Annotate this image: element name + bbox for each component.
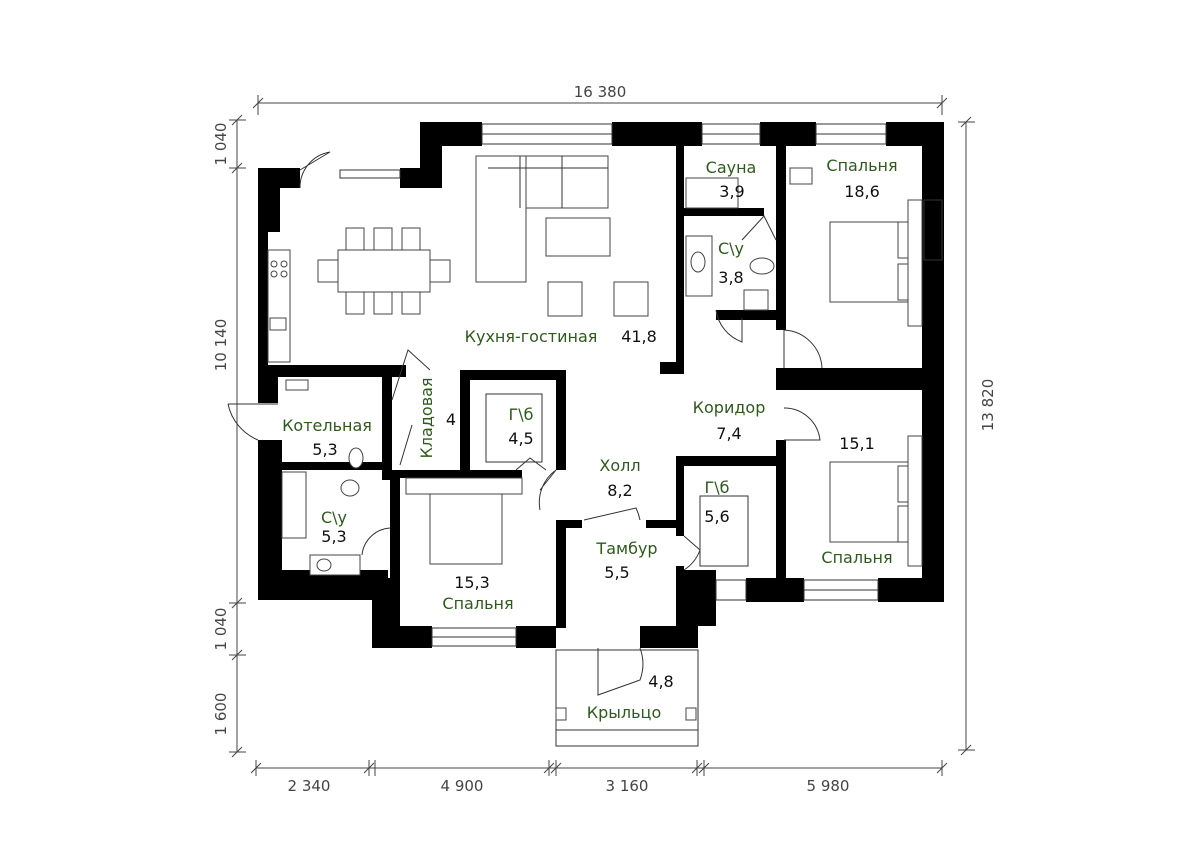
room-hall-area: 8,2 xyxy=(607,481,632,500)
room-hall-name: Холл xyxy=(599,456,640,475)
room-kitchen-area: 41,8 xyxy=(621,327,657,346)
dim-top: 16 380 xyxy=(574,83,627,101)
room-closet-right-area: 5,6 xyxy=(704,507,729,526)
room-sauna-name: Сауна xyxy=(706,158,757,177)
dim-bottom-2: 4 900 xyxy=(441,777,484,795)
room-bath-left-name: С\у xyxy=(321,508,347,527)
room-kitchen-name: Кухня-гостиная xyxy=(465,327,598,346)
room-closet-left-area: 4,5 xyxy=(508,429,533,448)
room-bedroom-top-name: Спальня xyxy=(826,156,897,175)
porch xyxy=(555,649,699,747)
windows xyxy=(339,123,943,647)
walls xyxy=(258,122,944,648)
doors xyxy=(227,151,823,696)
dim-bottom-4: 5 980 xyxy=(807,777,850,795)
room-bath-top-area: 3,8 xyxy=(718,268,743,287)
room-bath-left-area: 5,3 xyxy=(321,527,346,546)
room-bedroom-right-area: 15,1 xyxy=(839,434,875,453)
room-boiler-name: Котельная xyxy=(282,416,372,435)
dim-bottom-1: 2 340 xyxy=(288,777,331,795)
room-bedroom-right-name: Спальня xyxy=(821,548,892,567)
dim-bottom-3: 3 160 xyxy=(606,777,649,795)
room-porch-name: Крыльцо xyxy=(587,703,661,722)
dim-right: 13 820 xyxy=(979,379,997,432)
room-pantry-name: Кладовая xyxy=(417,377,436,458)
dim-left-1: 1 040 xyxy=(212,123,230,166)
room-closet-right-name: Г\б xyxy=(704,478,729,497)
furniture xyxy=(267,155,923,576)
room-bath-top-name: С\у xyxy=(718,239,744,258)
room-pantry-area: 4 xyxy=(446,410,456,429)
room-vestibule-name: Тамбур xyxy=(595,539,657,558)
room-bedroom-top-area: 18,6 xyxy=(844,182,880,201)
dimension-lines xyxy=(229,95,975,776)
room-bedroom-bottom-area: 15,3 xyxy=(454,573,490,592)
dim-left-4: 1 600 xyxy=(212,693,230,736)
dim-left-3: 1 040 xyxy=(212,608,230,651)
room-closet-left-name: Г\б xyxy=(508,405,533,424)
room-sauna-area: 3,9 xyxy=(719,182,744,201)
room-vestibule-area: 5,5 xyxy=(604,563,629,582)
room-bedroom-bottom-name: Спальня xyxy=(442,594,513,613)
room-porch-area: 4,8 xyxy=(648,672,673,691)
room-labels: Сауна 3,9 Спальня 18,6 С\у 3,8 Кухня-гос… xyxy=(282,156,898,722)
dim-left-2: 10 140 xyxy=(212,319,230,372)
room-boiler-area: 5,3 xyxy=(312,440,337,459)
room-corridor-area: 7,4 xyxy=(716,424,741,443)
room-corridor-name: Коридор xyxy=(693,398,766,417)
